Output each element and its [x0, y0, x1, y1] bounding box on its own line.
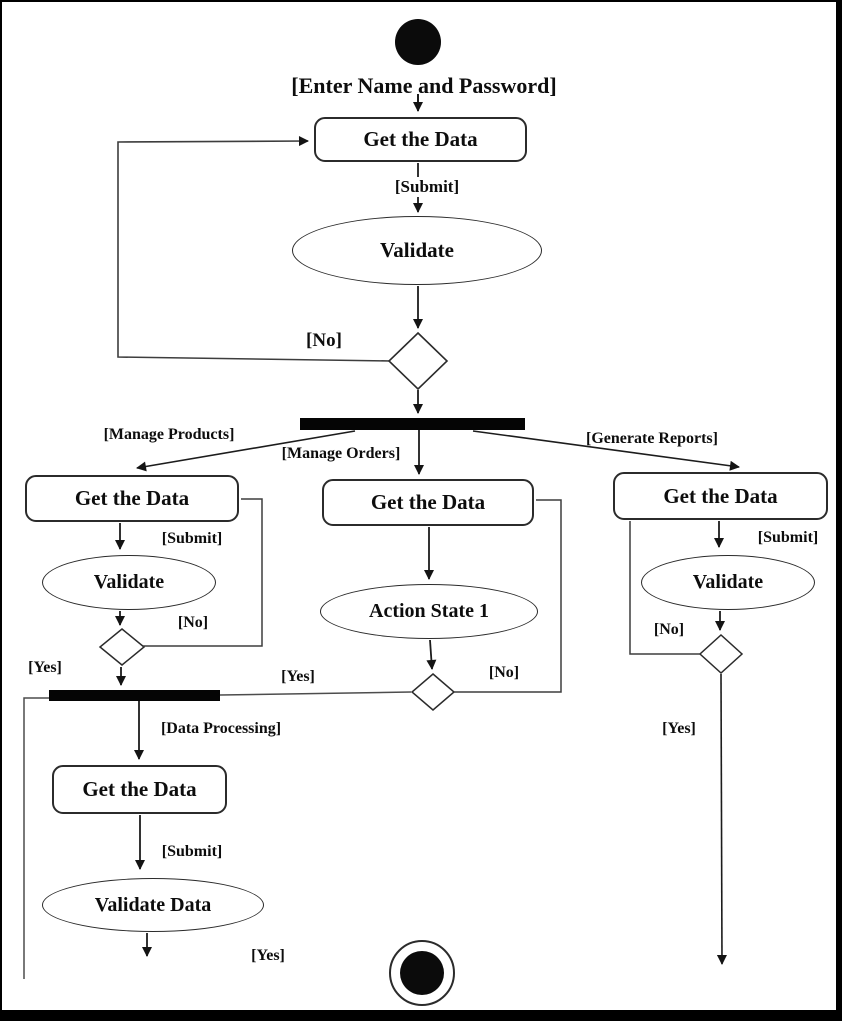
initial-node [395, 19, 441, 65]
state-validate-products: Validate [42, 555, 216, 610]
action-get-data-products: Get the Data [25, 475, 239, 522]
guard-yes-products: [Yes] [28, 659, 62, 676]
edge-reports-no-loop [629, 521, 700, 655]
guard-submit-reports: [Submit] [757, 529, 819, 546]
guard-enter-name-password: [Enter Name and Password] [291, 73, 557, 98]
edge-fork2-to-mid-decision [219, 691, 412, 696]
state-validate-login: Validate [292, 216, 542, 285]
fork-bar-main [300, 418, 525, 430]
edge-products-no-loop [143, 498, 263, 647]
guard-submit-products: [Submit] [161, 530, 223, 547]
edge-orders-no-loop [454, 499, 562, 693]
guard-yes-processing: [Yes] [251, 947, 285, 964]
guard-data-processing: [Data Processing] [160, 720, 282, 737]
guard-manage-orders: [Manage Orders] [281, 445, 401, 462]
guard-no-login: [No] [306, 330, 342, 351]
decision-reports [698, 633, 744, 675]
action-get-data-reports: Get the Data [613, 472, 828, 520]
decision-login [387, 331, 449, 391]
state-action-state-1: Action State 1 [320, 584, 538, 639]
guard-no-products: [No] [177, 614, 209, 631]
guard-submit-login: [Submit] [391, 177, 463, 197]
edge-fork-to-reports [472, 430, 740, 471]
fork-bar-processing [49, 690, 220, 701]
action-get-data-processing: Get the Data [52, 765, 227, 814]
decision-products [98, 628, 146, 666]
action-get-data-orders: Get the Data [322, 479, 534, 526]
guard-generate-reports: [Generate Reports] [586, 430, 718, 447]
guard-yes-mid: [Yes] [278, 668, 318, 686]
guard-no-mid: [No] [488, 664, 520, 681]
decision-orders [410, 673, 456, 711]
edge-no-loop-login [117, 136, 392, 362]
edge-orders-action-to-decision [426, 639, 437, 670]
guard-no-reports: [No] [653, 621, 685, 638]
action-get-data-login: Get the Data [314, 117, 527, 162]
final-node-core [400, 951, 444, 995]
edge-fork2-left-down [23, 697, 49, 979]
guard-submit-processing: [Submit] [161, 843, 223, 860]
guard-yes-reports: [Yes] [662, 720, 696, 737]
edge-fork-to-products [136, 430, 356, 472]
state-validate-data: Validate Data [42, 878, 264, 932]
edge-reports-yes-down [716, 673, 727, 965]
guard-manage-products: [Manage Products] [103, 426, 235, 443]
state-validate-reports: Validate [641, 555, 815, 610]
